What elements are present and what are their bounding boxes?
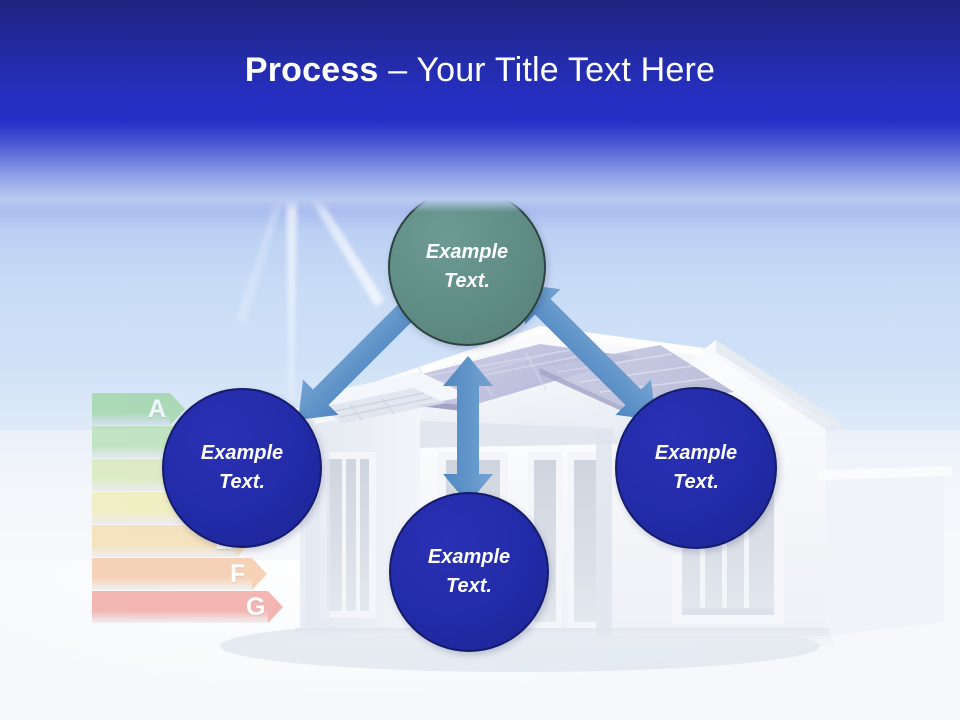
page-title: Process – Your Title Text Here [0, 48, 960, 92]
node-bottom-line1: Example [427, 546, 511, 568]
title-band-fade [0, 122, 960, 212]
node-bottom-line2: Text. [446, 575, 492, 597]
node-right-line2: Text. [673, 471, 719, 493]
energy-grade-letter-g: G [246, 593, 266, 621]
node-top-line2: Text. [444, 270, 490, 292]
process-node-top[interactable]: Example Text. [388, 188, 546, 346]
arrow-top-left-diagonal [298, 284, 434, 420]
process-node-bottom[interactable]: Example Text. [389, 492, 549, 652]
page-title-bold: Process [244, 51, 379, 89]
energy-grade-letter-a: A [148, 395, 167, 423]
energy-bar-arrow-tip [268, 591, 283, 623]
title-band [0, 0, 960, 128]
node-left-line2: Text. [219, 471, 265, 493]
energy-bar-body [92, 393, 170, 425]
energy-bar-body [92, 591, 268, 623]
energy-bar-arrow-tip [252, 558, 267, 590]
arrow-top-right-diagonal [520, 284, 656, 420]
page-title-rest: – Your Title Text Here [378, 51, 716, 89]
process-node-right[interactable]: Example Text. [615, 387, 777, 549]
node-left-line1: Example [200, 442, 284, 464]
process-node-left[interactable]: Example Text. [162, 388, 322, 548]
energy-bar-body [92, 558, 252, 590]
node-right-line1: Example [654, 442, 738, 464]
arrow-center-vertical [443, 356, 493, 504]
energy-grade-letter-f: F [230, 560, 246, 588]
node-top-line1: Example [425, 241, 509, 263]
